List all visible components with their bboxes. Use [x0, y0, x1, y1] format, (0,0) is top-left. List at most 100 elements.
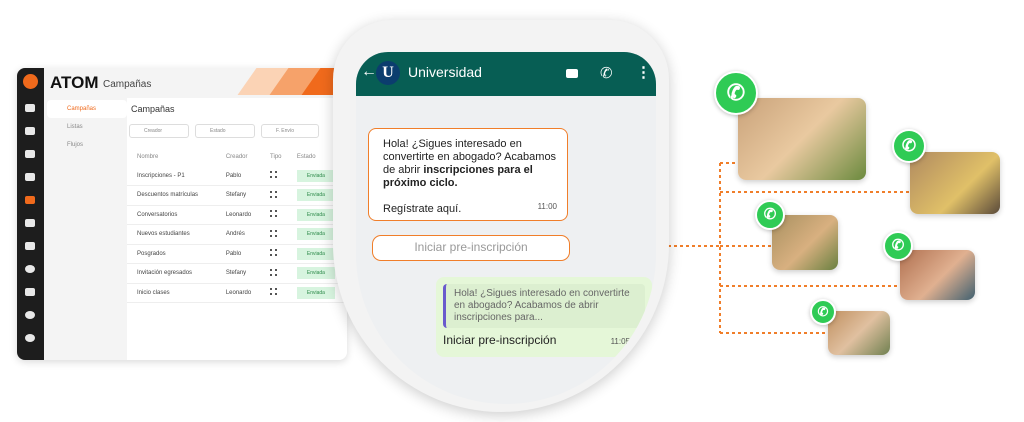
table-row[interactable]: Invitación egresados Stefany Enviada: [127, 263, 347, 284]
settings-icon[interactable]: [25, 334, 35, 342]
filter-estado[interactable]: Estado: [195, 124, 255, 138]
flow-type-icon: [260, 244, 287, 264]
student-photo: [738, 98, 866, 180]
whatsapp-icon: ✆: [810, 299, 836, 325]
campaign-creator: Leonardo: [215, 205, 261, 225]
flow-type-icon: [260, 263, 287, 284]
message-icon[interactable]: [25, 242, 35, 250]
campaigns-panel: Campañas Creador Estado F. Envío Nombre …: [127, 98, 347, 360]
status-badge: Enviada: [296, 267, 335, 280]
team-icon[interactable]: [25, 288, 35, 296]
table-row[interactable]: Conversatorios Leonardo Enviada: [127, 205, 347, 225]
campaign-name: Inscripciones - P1: [127, 166, 216, 186]
back-arrow-icon[interactable]: ←: [361, 63, 377, 80]
more-options-icon[interactable]: ⋮: [636, 64, 651, 81]
quoted-message: Hola! ¿Sigues interesado en convertirte …: [443, 284, 645, 328]
campaign-creator: Stefany: [215, 263, 261, 284]
sidebar-item-listas[interactable]: Listas: [67, 124, 83, 130]
phone-icon[interactable]: [25, 150, 35, 158]
sidebar-item-campanas[interactable]: Campañas: [47, 100, 127, 118]
read-check-icon: ✓✓: [628, 337, 644, 347]
reply-text: Iniciar pre-inscripción: [443, 333, 557, 347]
avatar: U: [376, 61, 400, 85]
campaign-name: Descuentos matrículas: [127, 185, 216, 206]
student-photo: [772, 215, 838, 270]
dashboard-icon[interactable]: [25, 219, 35, 227]
status-cell: Enviada: [286, 166, 347, 186]
message-time: 11:00: [537, 202, 557, 211]
campaign-creator: Leonardo: [215, 283, 261, 303]
crm-window: ATOM Campañas Campañas Listas Flujos Cam…: [17, 68, 347, 360]
flow-type-icon: [260, 224, 287, 245]
page-title: Campañas: [131, 104, 175, 114]
campaigns-table: Nombre Creador Tipo Estado Inscripciones…: [127, 148, 347, 303]
filter-fecha-envio[interactable]: F. Envío: [261, 124, 319, 138]
status-badge: Enviada: [296, 247, 335, 260]
status-cell: Enviada: [286, 224, 347, 245]
filter-creador[interactable]: Creador: [129, 124, 189, 138]
table-row[interactable]: Posgrados Pablo Enviada: [127, 244, 347, 264]
chat-icon[interactable]: [25, 104, 35, 112]
crm-sidebar: Campañas Listas Flujos: [47, 100, 127, 154]
campaign-name: Inicio clases: [127, 283, 216, 303]
status-badge: Enviada: [296, 228, 335, 241]
pre-inscription-button[interactable]: Iniciar pre-inscripción: [372, 235, 570, 261]
status-badge: Enviada: [296, 169, 335, 182]
contact-name[interactable]: Universidad: [408, 64, 482, 80]
logo-icon: [23, 74, 38, 89]
user-icon[interactable]: [25, 265, 35, 273]
table-row[interactable]: Inscripciones - P1 Pablo Enviada: [127, 166, 347, 186]
status-cell: Enviada: [286, 185, 347, 206]
sidebar-item-flujos[interactable]: Flujos: [67, 142, 84, 148]
timer-icon[interactable]: [25, 311, 35, 319]
chat-header: ← U Universidad ✆ ⋮: [356, 52, 656, 96]
message-cta: Regístrate aquí.: [383, 203, 462, 215]
whatsapp-icon: ✆: [883, 231, 913, 261]
contacts-icon[interactable]: [25, 173, 35, 181]
status-cell: Enviada: [286, 244, 347, 264]
whatsapp-icon: ✆: [755, 200, 785, 230]
campaign-name: Nuevos estudiantes: [127, 224, 216, 245]
message-bold-text: inscripciones para el próximo ciclo.: [383, 164, 533, 189]
campaign-name: Conversatorios: [127, 205, 216, 225]
whatsapp-chat: ← U Universidad ✆ ⋮ Hola! ¿Sigues intere…: [356, 52, 656, 404]
col-creador: Creador: [225, 154, 248, 160]
phone-call-icon[interactable]: ✆: [600, 65, 613, 82]
student-photo: [910, 152, 1000, 214]
table-row[interactable]: Nuevos estudiantes Andrés Enviada: [127, 224, 347, 245]
table-row[interactable]: Inicio clases Leonardo Enviada: [127, 283, 347, 303]
status-badge: Enviada: [296, 189, 335, 202]
campaign-icon[interactable]: [25, 196, 35, 204]
col-estado: Estado: [296, 154, 316, 160]
incoming-message: Hola! ¿Sigues interesado en convertirte …: [368, 128, 568, 221]
col-nombre: Nombre: [137, 154, 159, 160]
brand-name: ATOM: [50, 73, 99, 92]
reply-time: 11:05: [610, 337, 630, 346]
campaign-creator: Andrés: [215, 224, 261, 245]
whatsapp-icon: ✆: [892, 129, 926, 163]
status-badge: Enviada: [296, 286, 335, 299]
campaign-creator: Stefany: [215, 185, 261, 206]
table-row[interactable]: Descuentos matrículas Stefany Enviada: [127, 185, 347, 206]
campaign-name: Invitación egresados: [127, 263, 216, 284]
campaign-creator: Pablo: [215, 166, 261, 186]
col-tipo: Tipo: [270, 154, 282, 160]
student-photo: [828, 311, 890, 355]
message-text: Hola! ¿Sigues interesado en convertirte …: [383, 138, 557, 176]
inbox-icon[interactable]: [25, 127, 35, 135]
student-photo: [900, 250, 975, 300]
video-call-icon[interactable]: [566, 69, 578, 78]
status-cell: Enviada: [286, 283, 347, 303]
flow-type-icon: [260, 205, 287, 225]
flow-type-icon: [260, 185, 287, 206]
flow-type-icon: [260, 166, 287, 186]
status-badge: Enviada: [296, 208, 335, 221]
section-title: Campañas: [103, 79, 152, 90]
icon-rail: [17, 68, 44, 360]
flow-type-icon: [260, 283, 287, 303]
status-cell: Enviada: [286, 263, 347, 284]
campaign-name: Posgrados: [127, 244, 216, 264]
outgoing-message: Hola! ¿Sigues interesado en convertirte …: [436, 277, 652, 357]
campaign-creator: Pablo: [215, 244, 261, 264]
whatsapp-icon: ✆: [714, 71, 758, 115]
